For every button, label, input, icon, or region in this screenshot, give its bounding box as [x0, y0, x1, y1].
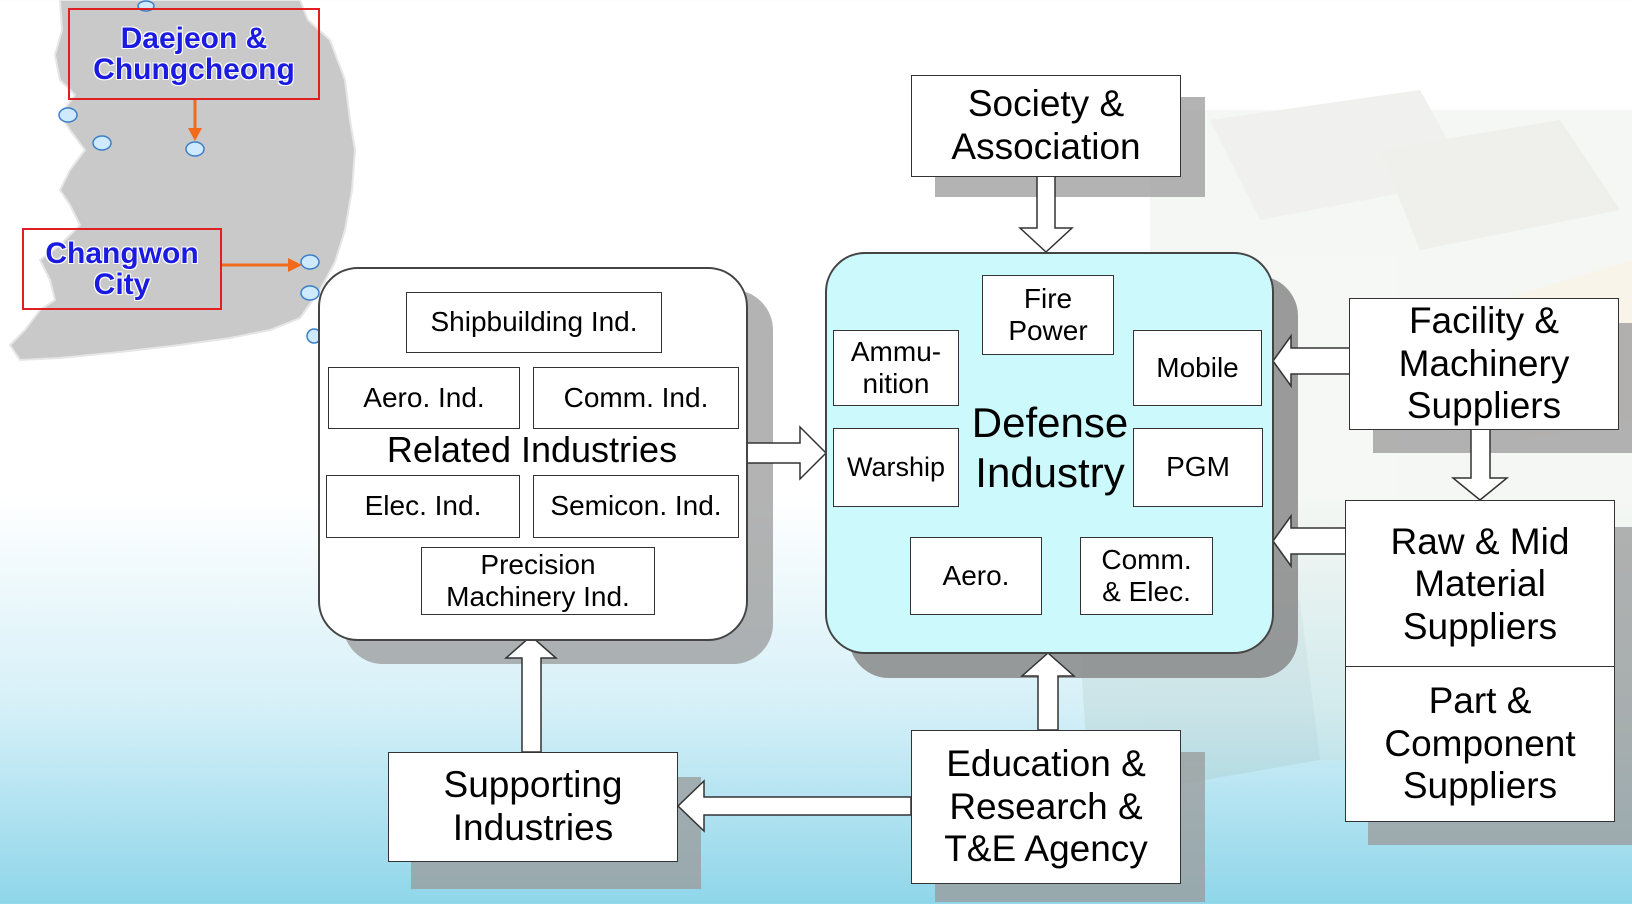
supporting-industries-box: Supporting Industries	[388, 752, 678, 862]
pgm-box: PGM	[1133, 428, 1263, 507]
arrow-related-to-defense	[744, 425, 828, 481]
semicon-ind-box: Semicon. Ind.	[533, 475, 739, 538]
arrow-facility-to-raw	[1450, 424, 1510, 501]
label-daejeon-chungcheong: Daejeon & Chungcheong	[68, 8, 320, 100]
part-component-suppliers-box: Part & Component Suppliers	[1345, 666, 1615, 822]
comm-ind-box: Comm. Ind.	[533, 367, 739, 429]
related-industries-title: Related Industries	[386, 429, 678, 470]
arrow-raw-to-defense	[1272, 513, 1347, 569]
label-changwon-city: Changwon City	[22, 228, 222, 310]
comm-elec-box: Comm. & Elec.	[1080, 537, 1213, 615]
fire-power-box: Fire Power	[982, 275, 1114, 355]
mobile-box: Mobile	[1133, 330, 1262, 406]
facility-machinery-suppliers-box: Facility & Machinery Suppliers	[1349, 298, 1619, 430]
precision-machinery-box: Precision Machinery Ind.	[421, 547, 655, 615]
ammunition-box: Ammu- nition	[833, 330, 959, 406]
society-association-box: Society & Association	[911, 75, 1181, 177]
aero-box: Aero.	[910, 537, 1042, 615]
warship-box: Warship	[833, 428, 959, 507]
map-of-korea	[8, 0, 357, 362]
arrow-supporting-to-related	[504, 635, 558, 753]
arrow-society-to-defense	[1018, 174, 1074, 254]
raw-mid-material-suppliers-box: Raw & Mid Material Suppliers	[1345, 500, 1615, 669]
arrow-education-to-defense	[1020, 651, 1076, 731]
arrow-education-to-supporting	[676, 779, 912, 833]
aero-ind-box: Aero. Ind.	[328, 367, 520, 429]
elec-ind-box: Elec. Ind.	[326, 475, 520, 538]
education-research-te-box: Education & Research & T&E Agency	[911, 730, 1181, 884]
shipbuilding-box: Shipbuilding Ind.	[406, 292, 662, 353]
arrow-facility-to-defense	[1272, 333, 1351, 389]
defense-industry-title: Defense Industry	[971, 399, 1129, 497]
